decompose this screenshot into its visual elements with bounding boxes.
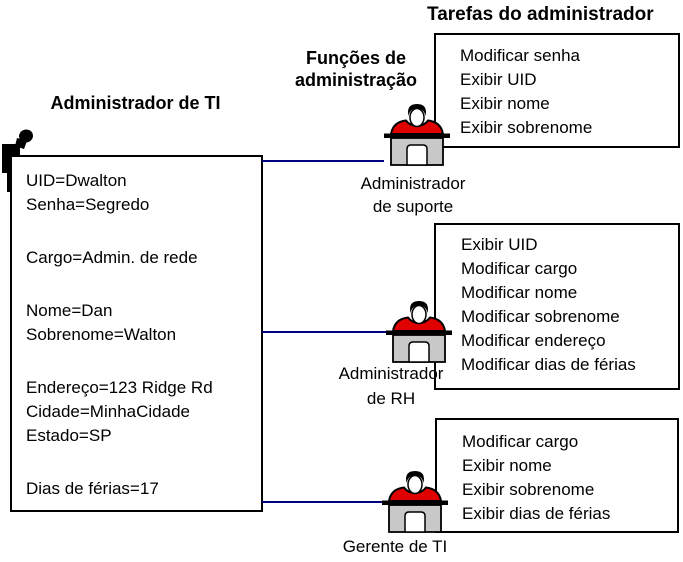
it-admin-title: Administrador de TI: [50, 93, 221, 113]
attribute-group-credentials: UID=Dwalton Senha=Segredo: [26, 169, 261, 217]
task-line: Modificar cargo: [461, 259, 578, 278]
support-admin-label-line1: Administrador: [360, 174, 466, 193]
task-line: Modificar senha: [460, 46, 581, 65]
task-line: Modificar dias de férias: [461, 355, 636, 374]
rh-admin-label: Administrador de RH: [318, 361, 464, 411]
rh-admin-label-line2: de RH: [366, 389, 416, 408]
functions-title-line2: administração: [294, 70, 418, 90]
attribute-nome: Nome=Dan: [26, 301, 113, 320]
task-line: Exibir UID: [460, 70, 537, 89]
tasks-column-title: Tarefas do administrador: [427, 4, 654, 25]
attribute-group-nome: Nome=Dan Sobrenome=Walton: [26, 299, 261, 347]
support-admin-tasks-box: Modificar senha Exibir UID Exibir nome E…: [434, 33, 680, 148]
ti-manager-tasks-box: Modificar cargo Exibir nome Exibir sobre…: [435, 418, 679, 533]
task-line: Modificar cargo: [462, 432, 579, 451]
support-admin-desk-icon: [384, 104, 450, 166]
attribute-uid: UID=Dwalton: [26, 171, 127, 190]
task-line: Exibir nome: [460, 94, 550, 113]
ti-manager-desk-icon: [382, 471, 448, 533]
attribute-sobrenome: Sobrenome=Walton: [26, 325, 177, 344]
task-line: Exibir dias de férias: [462, 504, 611, 523]
attribute-estado: Estado=SP: [26, 426, 112, 445]
task-line: Modificar endereço: [461, 331, 606, 350]
task-line: Exibir sobrenome: [460, 118, 593, 137]
rh-admin-label-line1: Administrador: [338, 364, 444, 383]
support-admin-label: Administrador de suporte: [340, 172, 486, 218]
attribute-cidade: Cidade=MinhaCidade: [26, 402, 190, 421]
task-line: Exibir sobrenome: [462, 480, 595, 499]
task-line: Modificar sobrenome: [461, 307, 620, 326]
functions-column-title: Funções de administração: [280, 47, 432, 91]
task-line: Exibir nome: [462, 456, 552, 475]
support-admin-label-line2: de suporte: [372, 197, 454, 216]
attribute-senha: Senha=Segredo: [26, 195, 150, 214]
connector-line-ti: [262, 501, 383, 503]
rh-admin-tasks-box: Exibir UID Modificar cargo Modificar nom…: [434, 223, 680, 390]
attribute-group-endereco: Endereço=123 Ridge Rd Cidade=MinhaCidade…: [26, 376, 261, 448]
attribute-dias-ferias: Dias de férias=17: [26, 479, 159, 498]
task-line: Exibir UID: [461, 235, 538, 254]
ti-manager-label-line1: Gerente de TI: [342, 537, 448, 556]
functions-title-line1: Funções de: [305, 48, 407, 68]
rh-admin-desk-icon: [386, 301, 452, 363]
task-line: Modificar nome: [461, 283, 578, 302]
attribute-endereco: Endereço=123 Ridge Rd: [26, 378, 213, 397]
it-admin-attributes-box: UID=Dwalton Senha=Segredo Cargo=Admin. d…: [10, 155, 263, 512]
attribute-cargo: Cargo=Admin. de rede: [26, 248, 198, 267]
ti-manager-label: Gerente de TI: [330, 535, 460, 558]
connector-line-support: [262, 160, 384, 162]
attribute-group-cargo: Cargo=Admin. de rede: [26, 246, 261, 270]
attribute-group-ferias: Dias de férias=17: [26, 477, 261, 501]
connector-line-rh: [262, 331, 387, 333]
